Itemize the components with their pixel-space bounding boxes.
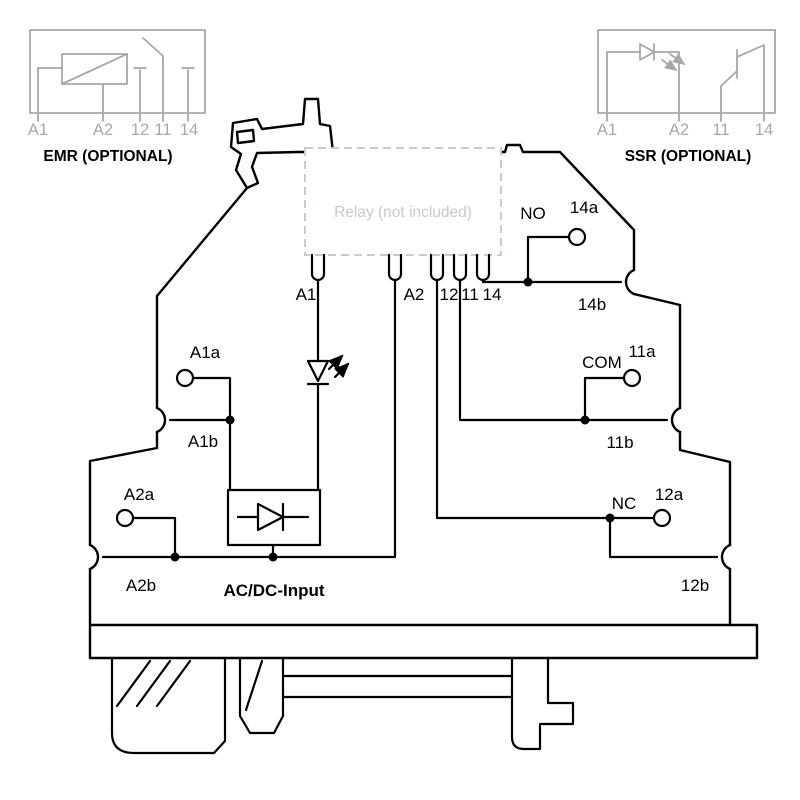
label-com: COM — [582, 353, 622, 372]
foot-middle — [238, 656, 285, 735]
ssr-box — [597, 29, 776, 114]
emr-terminal-a1: A1 — [28, 121, 48, 139]
led-light-arrow-2 — [333, 362, 350, 379]
junction-14b — [523, 277, 533, 287]
emr-terminal-11: 11 — [154, 121, 171, 139]
junction-11b — [580, 415, 590, 425]
emr-terminal-14: 14 — [180, 121, 198, 139]
pin-label-14: 14 — [483, 285, 502, 304]
ssr-led-anode — [606, 51, 641, 114]
pin-label-a1: A1 — [296, 285, 317, 304]
terminal-12a — [652, 508, 672, 528]
pin-label-a2: A2 — [404, 285, 425, 304]
release-latch — [229, 97, 335, 190]
ssr-terminal-leads — [606, 112, 765, 122]
wire-11-com — [458, 278, 669, 422]
relay-label: Relay (not included) — [334, 204, 472, 221]
label-acdc-input: AC/DC-Input — [223, 581, 324, 600]
relay-placeholder: Relay (not included) — [304, 147, 502, 256]
pin-label-12: 12 — [440, 285, 459, 304]
ssr-phototransistor-icon — [720, 44, 765, 114]
ssr-title: SSR (OPTIONAL) — [625, 148, 752, 165]
din-rail-foot — [110, 656, 575, 755]
housing-base — [88, 623, 759, 660]
ssr-terminal-a1: A1 — [597, 121, 617, 139]
junction-input — [268, 552, 278, 562]
foot-middle-rib — [244, 659, 264, 712]
wire-14-no — [481, 235, 623, 284]
junction-a1b — [225, 415, 235, 425]
foot-left — [110, 656, 227, 755]
junction-a2b — [170, 552, 180, 562]
emr-contact-14 — [181, 67, 195, 114]
terminal-11a — [622, 368, 642, 388]
ssr-terminal-a2: A2 — [669, 121, 689, 139]
terminal-14a — [567, 227, 587, 247]
acdc-input-module — [226, 488, 322, 547]
terminal-notch-12b — [720, 543, 732, 571]
terminal-notch-11b — [670, 406, 682, 434]
terminal-notch-14b — [624, 268, 636, 296]
ssr-terminal-14: 14 — [755, 121, 773, 139]
emr-title: EMR (OPTIONAL) — [43, 148, 172, 165]
labels: A1 A2 12 11 14 A1a A1b A2a A2b NO 14a 14… — [124, 198, 709, 600]
ssr-schematic: A1 A2 11 14 SSR (OPTIONAL) — [597, 29, 776, 165]
din-rail-lines — [281, 674, 514, 699]
label-a2b: A2b — [126, 576, 156, 595]
ssr-light-arrow-2 — [669, 53, 686, 66]
label-nc: NC — [612, 494, 637, 513]
housing-left-edge — [88, 186, 249, 660]
emr-coil-icon — [61, 53, 128, 85]
label-12a: 12a — [655, 485, 684, 504]
foot-right-clamp — [510, 656, 575, 751]
wire-12-nc — [435, 278, 719, 559]
terminal-a1a — [175, 368, 195, 388]
emr-terminal-leads — [37, 112, 189, 122]
bridge-diode-icon — [256, 502, 285, 532]
housing-right-edge — [296, 143, 759, 660]
label-a1b: A1b — [188, 432, 218, 451]
emr-contact-12 — [133, 67, 147, 114]
wire-a1a-a1b — [168, 376, 232, 492]
label-11b: 11b — [606, 433, 633, 452]
led-icon — [306, 359, 330, 383]
foot-left-ribs — [115, 659, 192, 708]
emr-schematic: A1 A2 12 11 14 EMR (OPTIONAL) — [28, 29, 206, 165]
latch-slot — [235, 128, 256, 145]
ssr-terminal-11: 11 — [712, 121, 729, 139]
emr-contact-arm — [142, 37, 164, 114]
relay-dashed-box — [304, 147, 502, 256]
pin-label-11: 11 — [461, 285, 479, 304]
relay-socket-housing — [88, 97, 759, 660]
label-14b: 14b — [578, 295, 606, 314]
label-11a: 11a — [628, 342, 656, 361]
terminal-a2a — [115, 508, 135, 528]
ssr-led-icon — [639, 43, 655, 61]
label-a2a: A2a — [124, 485, 155, 504]
emr-box — [29, 29, 206, 114]
label-14a: 14a — [570, 198, 599, 217]
ssr-light-arrow-1 — [661, 59, 678, 72]
terminal-notch-a1b — [155, 406, 167, 434]
internal-wiring — [101, 227, 719, 562]
emr-terminal-a2: A2 — [93, 121, 113, 139]
emr-coil-lead — [37, 67, 63, 114]
junction-12b — [605, 513, 615, 523]
label-a1a: A1a — [190, 343, 221, 362]
terminal-notch-a2b — [88, 543, 100, 571]
emr-coil-diagonal — [61, 53, 128, 85]
wire-a2 — [173, 278, 397, 559]
emr-terminal-12: 12 — [131, 121, 149, 139]
label-12b: 12b — [681, 576, 709, 595]
label-no: NO — [520, 204, 546, 223]
wire-a2a-a2b — [101, 516, 177, 559]
